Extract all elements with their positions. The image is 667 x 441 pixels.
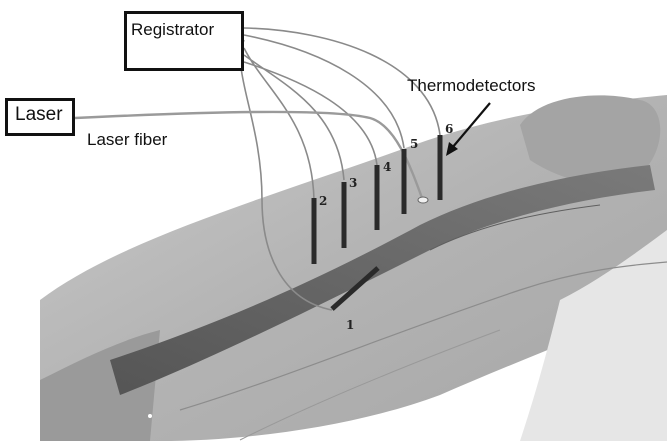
registrator-label: Registrator [131,20,214,39]
wire-2 [244,48,314,200]
registrator-box: Registrator [124,11,244,71]
laser-label: Laser [15,104,63,125]
probe-number-4: 4 [383,160,391,174]
probe-number-3: 3 [349,176,357,190]
probe-number-6: 6 [445,122,453,136]
wire-5 [244,35,404,148]
probe-number-2: 2 [319,194,327,208]
scene-speck [148,414,152,418]
probe-number-5: 5 [410,137,418,151]
probe-number-1: 1 [346,318,354,332]
laser-box: Laser [5,98,75,136]
laser-fiber-label: Laser fiber [87,130,167,150]
laser-fiber-tip [418,197,428,203]
thermodetectors-label: Thermodetectors [407,76,536,96]
